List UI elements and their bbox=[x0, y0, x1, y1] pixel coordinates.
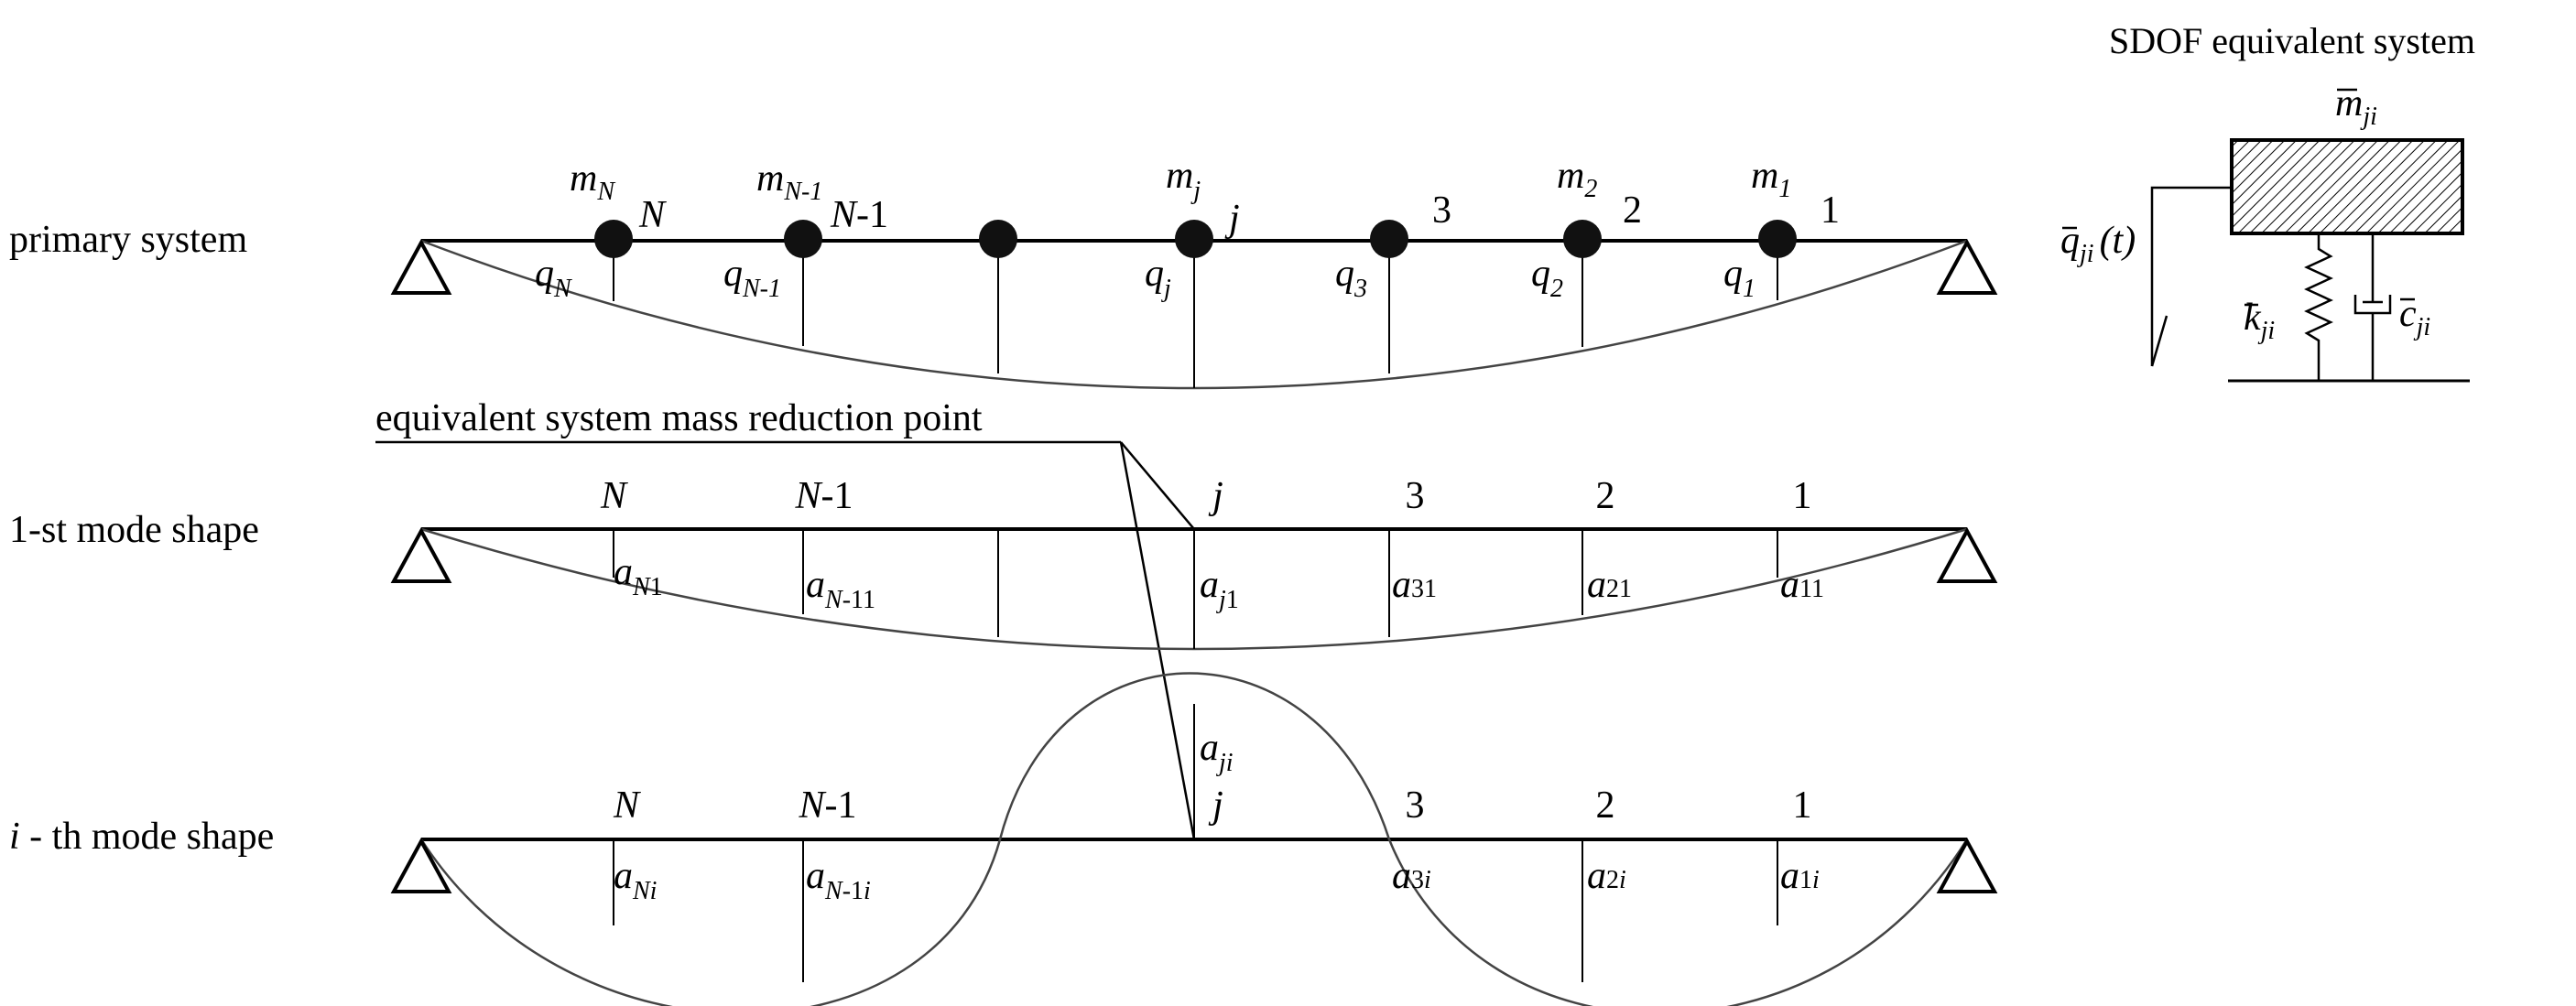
sdof-title: SDOF equivalent system bbox=[2109, 20, 2475, 61]
mass-N-icon bbox=[594, 220, 633, 258]
disp-label-1: q1 bbox=[1723, 253, 1755, 303]
modei-amp-2: a2i bbox=[1587, 855, 1626, 897]
reduction-point-label: equivalent system mass reduction point bbox=[375, 397, 983, 439]
node-id-j: j bbox=[1224, 198, 1240, 240]
mode1-right-support-icon bbox=[1936, 526, 1998, 583]
modei-amp-j: aji bbox=[1200, 727, 1234, 777]
modei-left-support-icon bbox=[390, 837, 452, 893]
node-id-N: N bbox=[638, 194, 667, 236]
sdof-stiffness-label: kji bbox=[2244, 297, 2275, 345]
sdof-force-line bbox=[2150, 186, 2232, 366]
sdof-mass-label: mji bbox=[2335, 82, 2377, 131]
first-mode-label: 1-st mode shape bbox=[9, 509, 259, 551]
ith-mode-shape: N N-1 j 3 2 1 aNi aN-1i aji a3i a2i a1i bbox=[390, 672, 1998, 1006]
ith-mode-label: i - th mode shape bbox=[9, 816, 274, 858]
mass-label-2: m2 bbox=[1557, 155, 1597, 203]
disp-label-3: q3 bbox=[1335, 253, 1367, 303]
modei-node-1: 1 bbox=[1793, 784, 1812, 827]
reduction-point-callout: equivalent system mass reduction point bbox=[375, 397, 1196, 840]
mode1-node-N: N bbox=[600, 475, 628, 517]
modei-node-3: 3 bbox=[1406, 784, 1425, 827]
first-mode-shape: N N-1 j 3 2 1 aN1 aN-11 aj1 a31 a21 a11 bbox=[390, 475, 1998, 651]
node-id-1: 1 bbox=[1821, 189, 1840, 232]
reduction-leader-to-mode1 bbox=[1120, 441, 1195, 530]
mode1-node-1: 1 bbox=[1793, 475, 1812, 517]
mass-j-icon bbox=[1175, 220, 1213, 258]
mass-label-j: mj bbox=[1166, 155, 1201, 205]
mode1-amp-j: aj1 bbox=[1200, 564, 1239, 614]
mode1-node-3: 3 bbox=[1406, 475, 1425, 517]
mass-2-icon bbox=[1563, 220, 1602, 258]
mass-label-N-1: mN-1 bbox=[756, 157, 822, 206]
modei-amp-N-1: aN-1i bbox=[806, 855, 871, 905]
mass-3-icon bbox=[1370, 220, 1408, 258]
modei-node-N: N bbox=[613, 784, 641, 827]
modei-node-2: 2 bbox=[1596, 784, 1615, 827]
disp-label-2: q2 bbox=[1531, 253, 1563, 303]
right-support-icon bbox=[1936, 238, 1998, 295]
node-id-N-1: N-1 bbox=[830, 194, 888, 236]
mass-N-1-icon bbox=[784, 220, 822, 258]
sdof-force-arrowhead-icon bbox=[2150, 315, 2168, 367]
left-support-icon bbox=[390, 238, 452, 295]
sdof-force-label: qji(t) bbox=[2060, 220, 2136, 268]
disp-label-j: qj bbox=[1145, 253, 1171, 303]
modei-amp-3: a3i bbox=[1392, 855, 1431, 897]
mass-middle-icon bbox=[979, 220, 1017, 258]
sdof-system: SDOF equivalent system mji qji(t) kji cj… bbox=[2060, 20, 2475, 383]
node-id-3: 3 bbox=[1432, 189, 1451, 232]
sdof-spring-icon bbox=[2304, 233, 2333, 380]
sdof-mass-block bbox=[2230, 138, 2464, 235]
mass-label-1: m1 bbox=[1751, 155, 1791, 203]
primary-system-label: primary system bbox=[9, 219, 247, 261]
mode1-amp-3: a31 bbox=[1392, 564, 1437, 606]
sdof-damping-label: cji bbox=[2399, 293, 2430, 341]
mode1-amp-N: aN1 bbox=[614, 551, 663, 601]
node-id-2: 2 bbox=[1623, 189, 1642, 232]
mass-label-N: mN bbox=[570, 157, 615, 206]
disp-label-N-1: qN-1 bbox=[723, 253, 781, 303]
modei-right-support-icon bbox=[1936, 837, 1998, 893]
modei-node-N-1: N-1 bbox=[798, 784, 856, 827]
mode1-node-N-1: N-1 bbox=[794, 475, 853, 517]
mode1-amp-2: a21 bbox=[1587, 564, 1632, 606]
mode1-node-j: j bbox=[1208, 475, 1223, 517]
mode1-amp-1: a11 bbox=[1780, 564, 1824, 606]
modei-amp-N: aNi bbox=[614, 855, 657, 905]
mode1-amp-N-1: aN-11 bbox=[806, 564, 875, 614]
modei-node-j: j bbox=[1208, 784, 1223, 827]
disp-label-N: qN bbox=[535, 253, 572, 303]
modei-curve bbox=[419, 672, 1969, 1006]
modei-amp-1: a1i bbox=[1780, 855, 1820, 897]
mode1-left-support-icon bbox=[390, 526, 452, 583]
reduction-leader-to-modei bbox=[1119, 441, 1196, 840]
mode1-node-2: 2 bbox=[1596, 475, 1615, 517]
mass-1-icon bbox=[1758, 220, 1797, 258]
primary-system: mN mN-1 mj m2 m1 N N-1 j 3 2 1 qN qN-1 q… bbox=[390, 155, 1998, 390]
